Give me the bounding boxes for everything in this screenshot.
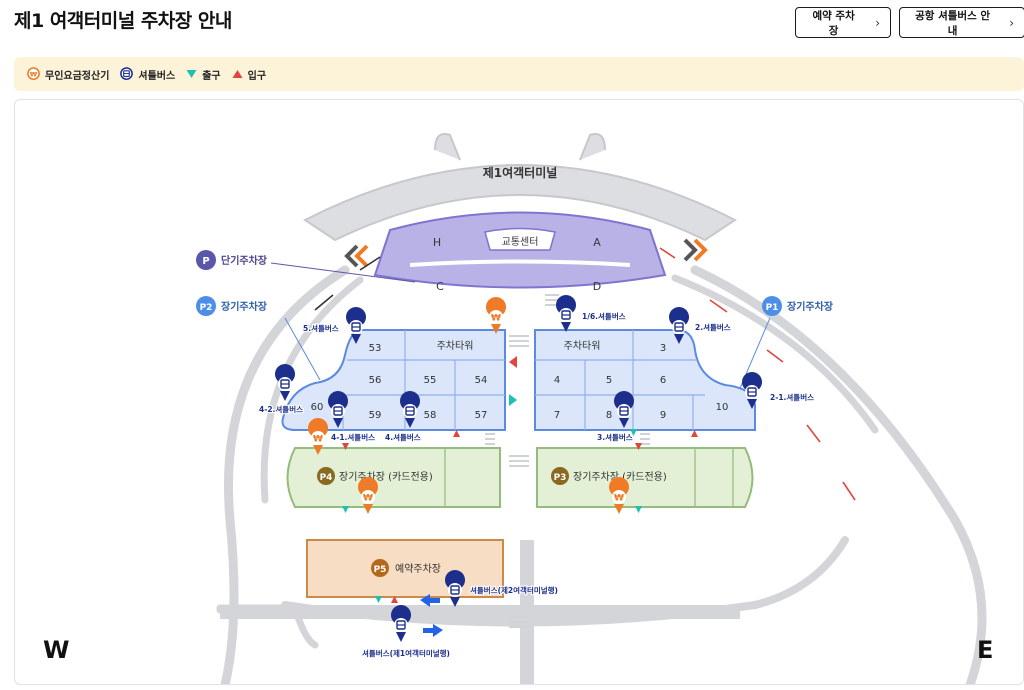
zone-59: 59 [369,410,382,421]
p1-parking-block: 주차타워 3 4 5 6 7 8 9 10 [534,329,756,431]
chevron-right-icon: › [875,15,880,30]
entrance-exit-markers [342,356,698,603]
page-header: 제1 여객터미널 주차장 안내 예약 주차장 › 공항 셔틀버스 안내 › [14,0,1024,48]
terminal-label: 제1여객터미널 [483,165,558,180]
short-section-c: C [436,280,444,293]
p1-label: 장기주차장 [787,300,834,313]
legend-exit-label: 출구 [202,70,221,82]
shuttle-label-4-1: 4-1.셔틀버스 [331,432,375,442]
zone-55: 55 [424,375,437,386]
p5-badge: P5 [374,565,387,575]
zone-54: 54 [475,375,488,386]
shuttle-label-t2: 셔틀버스(제2여객터미널행) [470,585,558,595]
p3-parking-block: P3 장기주차장 (카드전용) [536,447,754,508]
p2-callout: P2 장기주차장 [196,296,321,381]
short-section-a: A [593,236,601,249]
zone-4: 4 [554,375,560,386]
zone-9: 9 [660,410,666,421]
legend-payment: ₩ 무인요금정산기 [26,66,110,82]
zone-57: 57 [475,410,488,421]
short-section-d: D [593,280,601,293]
p2-label: 장기주차장 [221,300,268,313]
traffic-arrows [314,247,856,501]
shuttle-pin-icon[interactable] [390,604,412,643]
entrance-triangle-icon [232,70,243,78]
tower-label-left: 주차타워 [437,339,474,352]
compass-east: E [977,636,993,664]
shuttle-label-2: 2.셔틀버스 [695,322,731,332]
p4-label: 장기주차장 (카드전용) [339,471,433,483]
tower-label-right: 주차타워 [564,339,601,352]
payment-machine-icon: ₩ [27,66,40,80]
p5-parking-block: P5 예약주차장 [306,539,504,598]
p2-parking-block: 53 56 55 54 60 59 58 57 주차타워 [281,329,506,431]
shuttle-direction-arrows [420,594,443,637]
shuttle-guide-label: 공항 셔틀버스 안내 [915,9,991,37]
svg-text:P: P [202,256,209,267]
p5-label: 예약주차장 [395,563,441,575]
p4-parking-block: P4 장기주차장 (카드전용) [286,447,501,508]
shuttle-labels: 5.셔틀버스 1/6.셔틀버스 2.셔틀버스 4-2.셔틀버스 4-1.셔틀버스… [258,310,815,659]
zone-10: 10 [716,402,729,413]
legend-entrance-label: 입구 [247,70,267,82]
legend-shuttle-label: 셔틀버스 [138,70,176,82]
zone-56: 56 [369,375,382,386]
payment-pin-icon[interactable] [486,297,507,334]
short-term-parking: H A C D 교통센터 [373,211,667,293]
shuttle-label-2-1: 2-1.셔틀버스 [770,392,814,402]
shuttle-pin-icon[interactable] [555,294,577,333]
p3-badge: P3 [554,473,567,483]
exit-triangle-icon [186,70,197,78]
zone-53: 53 [369,343,382,354]
svg-text:P1: P1 [766,303,779,313]
shuttle-label-4: 4.셔틀버스 [385,432,421,442]
legend-entrance: 입구 [231,67,266,82]
bottom-road [220,605,740,619]
shuttle-label-5: 5.셔틀버스 [303,323,339,333]
center-road [520,540,534,684]
shuttle-label-4-2: 4-2.셔틀버스 [259,404,303,414]
svg-text:₩: ₩ [30,70,38,78]
p3-label: 장기주차장 (카드전용) [573,471,667,483]
zone-60: 60 [311,402,324,413]
zone-3: 3 [660,343,666,354]
shuttle-label-3: 3.셔틀버스 [597,432,633,442]
shuttle-bus-icon [120,66,134,80]
crosswalks [485,294,650,628]
p4-badge: P4 [320,473,333,483]
zone-5: 5 [606,375,612,386]
direction-chevron-icon [344,238,708,268]
shuttle-label-1-6: 1/6.셔틀버스 [582,311,626,321]
svg-text:P2: P2 [200,303,213,313]
legend-exit: 출구 [185,67,221,82]
transport-center-label: 교통센터 [502,236,539,248]
parking-map-svg: ₩ 제1여객터미널 H [43,133,993,684]
zone-7: 7 [554,410,560,421]
chevron-right-icon: › [1009,15,1014,30]
reserve-parking-label: 예약 주차장 [812,9,855,37]
short-section-h: H [433,236,441,249]
terminal-building: 제1여객터미널 [303,133,737,242]
zone-8: 8 [606,410,612,421]
compass-west: W [43,636,69,664]
shuttle-guide-button[interactable]: 공항 셔틀버스 안내 › [899,7,1024,38]
parking-map: ₩ 제1여객터미널 H [14,99,1024,685]
p1-callout: P1 장기주차장 [734,296,834,401]
p-short-callout: P 단기주차장 [196,250,416,283]
legend-shuttle: 셔틀버스 [119,66,176,82]
legend-payment-label: 무인요금정산기 [45,70,110,82]
shuttle-label-t1: 셔틀버스(제1여객터미널행) [362,648,450,658]
zone-58: 58 [424,410,437,421]
page-title: 제1 여객터미널 주차장 안내 [14,10,232,32]
p-short-label: 단기주차장 [221,254,268,267]
map-legend: ₩ 무인요금정산기 셔틀버스 출구 입구 [14,57,1024,91]
reserve-parking-button[interactable]: 예약 주차장 › [795,7,891,38]
zone-6: 6 [660,375,666,386]
